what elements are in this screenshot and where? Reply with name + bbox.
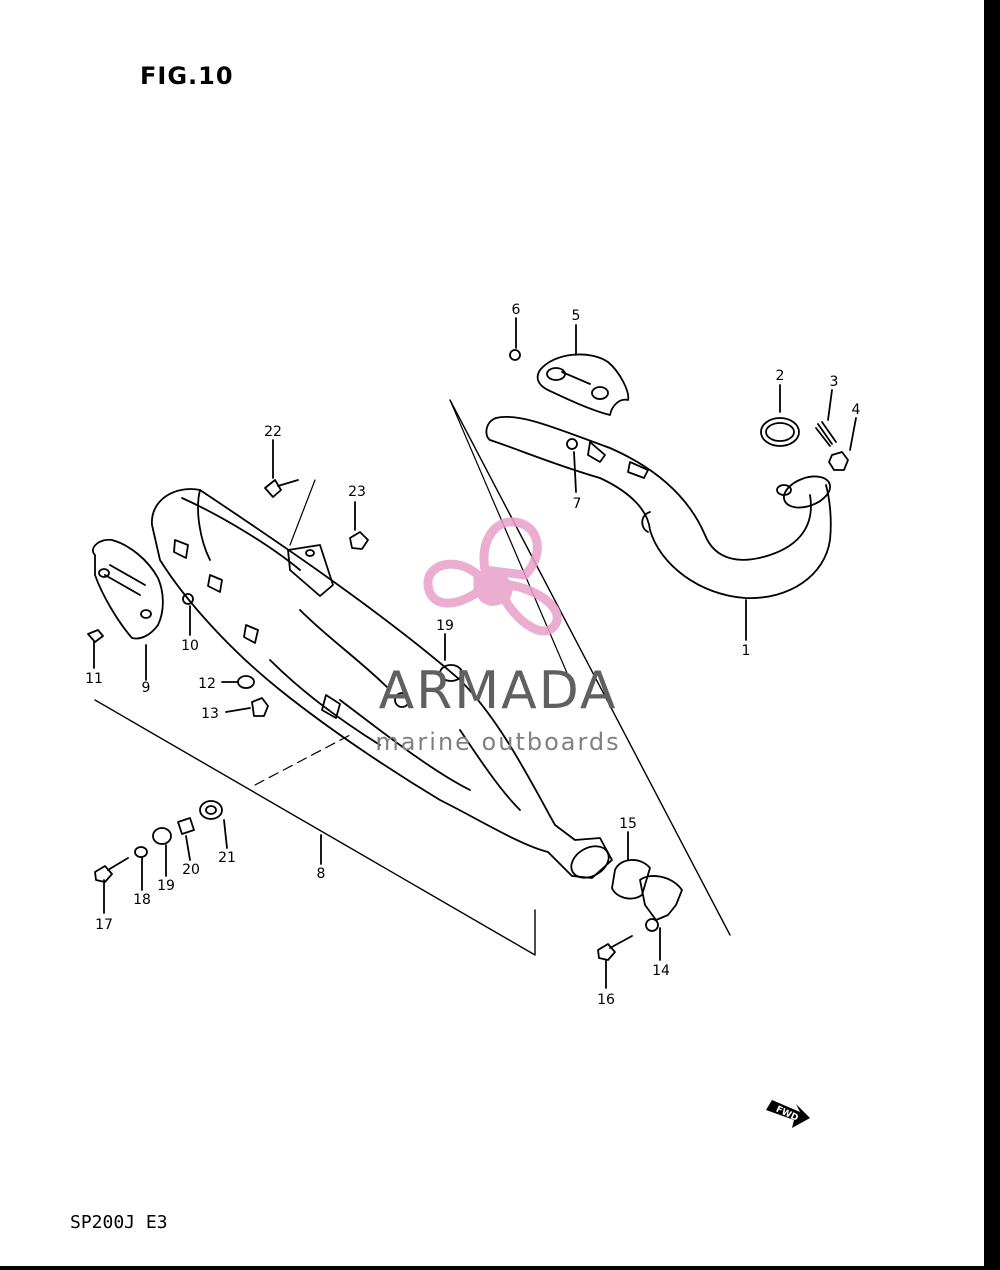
callout-16: 16 <box>597 992 615 1008</box>
callout-18: 18 <box>133 892 151 908</box>
callout-8: 8 <box>317 866 326 882</box>
callout-11: 11 <box>85 671 103 687</box>
callout-19-lower: 19 <box>157 878 175 894</box>
stud <box>815 421 837 447</box>
callout-group: 1 2 3 4 5 6 7 8 9 10 11 12 13 14 15 16 1… <box>85 302 860 1008</box>
figure-title: FIG.10 <box>140 62 234 90</box>
callout-15: 15 <box>619 816 637 832</box>
callout-6: 6 <box>512 302 521 318</box>
model-code: SP200J E3 <box>70 1212 168 1233</box>
nut-10 <box>182 593 194 605</box>
callout-7: 7 <box>573 496 582 512</box>
screw-11 <box>87 629 104 643</box>
bolt-13 <box>251 697 269 717</box>
callout-9: 9 <box>142 680 151 696</box>
watermark-brand: ARMADA <box>379 661 618 721</box>
callout-12: 12 <box>198 676 216 692</box>
guard-bolt <box>509 349 521 361</box>
gasket-ring <box>760 417 800 447</box>
watermark-logo <box>423 517 562 636</box>
washer-19-lower <box>152 827 172 845</box>
joint-pipe <box>611 859 651 900</box>
bolt-22 <box>264 479 299 498</box>
clamp <box>639 875 683 921</box>
bolt-17 <box>94 857 129 883</box>
callout-20: 20 <box>182 862 200 878</box>
nut-18 <box>134 846 148 858</box>
watermark-tagline: marine outboards <box>375 728 620 756</box>
exhaust-pipe <box>485 415 832 599</box>
callout-21: 21 <box>218 850 236 866</box>
washer-19-upper <box>439 664 463 682</box>
callout-17: 17 <box>95 917 113 933</box>
bolt-16 <box>597 935 633 961</box>
callout-2: 2 <box>776 368 785 384</box>
callout-3: 3 <box>830 374 839 390</box>
flange-nut <box>828 451 849 471</box>
callout-13: 13 <box>201 706 219 722</box>
callout-10: 10 <box>181 638 199 654</box>
callout-19-upper: 19 <box>436 618 454 634</box>
callout-4: 4 <box>852 402 861 418</box>
grommet-21 <box>199 800 223 820</box>
callout-1: 1 <box>742 643 751 659</box>
scan-border-bottom <box>0 1266 1000 1270</box>
collar-20 <box>177 817 195 835</box>
guard-nut <box>566 438 578 450</box>
callout-5: 5 <box>572 308 581 324</box>
callout-23: 23 <box>348 484 366 500</box>
muffler <box>151 488 613 879</box>
fwd-arrow-icon: FWD <box>766 1100 810 1128</box>
scan-border-right <box>984 0 1000 1270</box>
pipe-heat-guard <box>536 353 630 416</box>
nut-23 <box>349 531 369 550</box>
muffler-heat-guard <box>92 538 164 640</box>
callout-14: 14 <box>652 963 670 979</box>
callout-22: 22 <box>264 424 282 440</box>
washer-12 <box>237 675 255 689</box>
